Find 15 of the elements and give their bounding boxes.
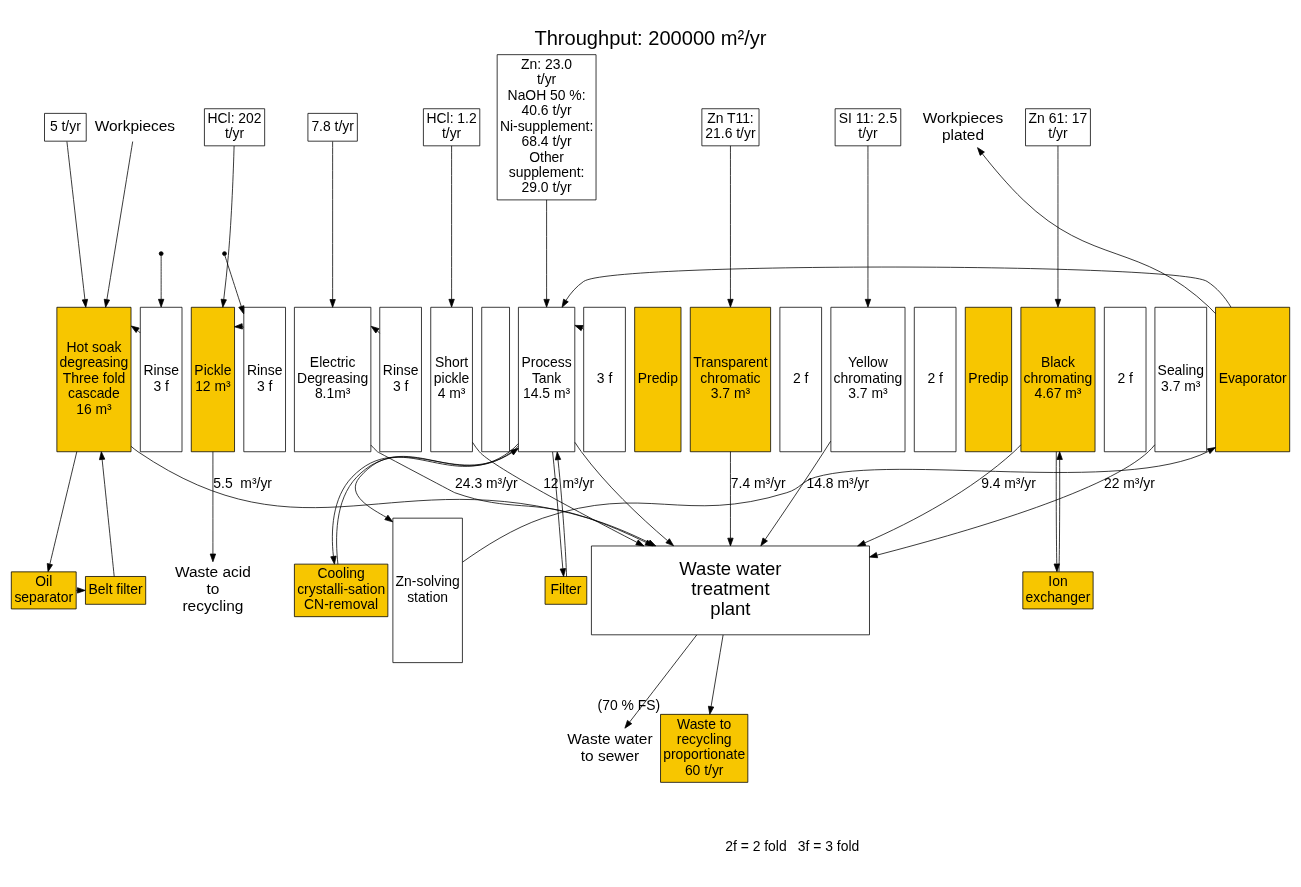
edge-label: 22 m³/yr <box>1103 474 1155 491</box>
edge-label: 9.4 m³/yr <box>981 474 1036 491</box>
edge-label: 5.5 m³/yr <box>213 474 272 491</box>
label: 3f = 3 fold <box>797 837 860 854</box>
edge-label: 14.8 m³/yr <box>806 474 870 491</box>
label: 2f = 2 fold <box>725 837 787 854</box>
diagram-title: Throughput: 200000 m²/yr <box>534 26 767 49</box>
node-text: Workpieces plated <box>922 108 1004 143</box>
edge-label: 12 m³/yr <box>543 474 595 491</box>
edge-label: 24.3 m³/yr <box>455 474 518 491</box>
node-text: Workpieces <box>94 116 176 134</box>
node-text: Waste water to sewer <box>567 729 653 764</box>
node-text: Waste acid to recycling <box>175 562 251 614</box>
node-label: (70 % FS) <box>597 696 661 713</box>
edge-label: 7.4 m³/yr <box>730 474 786 491</box>
